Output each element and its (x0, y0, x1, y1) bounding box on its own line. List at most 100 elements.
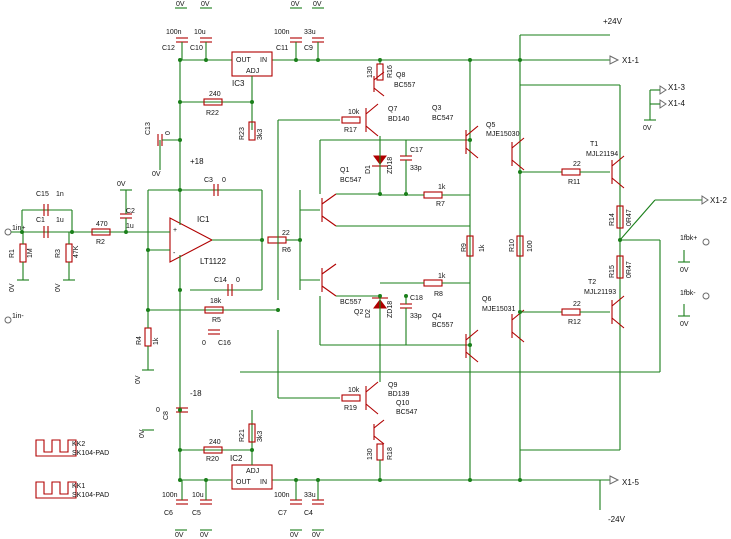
pre-driver-stage: Q3 BC547 Q4 BC557 Q5 MJE15030 Q6 MJE1503… (432, 105, 534, 363)
q4-part: BC557 (432, 322, 454, 329)
q9-part: BD139 (388, 391, 410, 398)
in-neg-label: 1in- (12, 313, 24, 320)
x1-1-label: X1-1 (622, 56, 639, 65)
r23-value: 3k3 (257, 129, 264, 140)
c1-name: C1 (36, 217, 45, 224)
fb-a-terminal[interactable] (702, 238, 710, 246)
c14-value: 0 (236, 277, 240, 284)
r10-name: R10 (509, 239, 516, 252)
kk1-part: SK104-PAD (72, 492, 109, 499)
x1-4-pad[interactable] (659, 99, 667, 109)
r14-value: 0R47 (626, 209, 633, 226)
pos-supply-label: +24V (603, 17, 623, 26)
x1-4-label: X1-4 (668, 99, 685, 108)
c1-value: 1u (56, 217, 64, 224)
output-stage: 22 R11 22 R12 T1 MJL21194 T2 MJL21193 R1… (240, 141, 702, 373)
c8-value: 0 (156, 407, 160, 414)
ic3-in-pin-label: IN (260, 57, 267, 64)
svg-text:0V: 0V (117, 181, 126, 188)
c11-value: 100n (274, 29, 290, 36)
t2-name: T2 (588, 279, 596, 286)
r12-name: R12 (568, 319, 581, 326)
x1-3-pad[interactable] (659, 85, 667, 95)
gnd-11: 0V (200, 529, 212, 539)
r18-name: R18 (387, 447, 394, 460)
ic1-minus-pin: - (173, 250, 176, 257)
r7-value: 1k (438, 184, 446, 191)
gnd-6: 0V (9, 279, 29, 292)
q8-name: Q8 (396, 72, 405, 79)
r21-value: 3k3 (257, 431, 264, 442)
svg-text:0V: 0V (201, 1, 210, 8)
gnd-15: 0V (678, 261, 690, 274)
gnd-5: 0V (312, 1, 324, 9)
kk2-name: KK2 (72, 441, 85, 448)
r18-value: 130 (367, 448, 374, 460)
svg-text:0V: 0V (290, 532, 299, 539)
fb-b-label: 1fbk- (680, 290, 696, 297)
r8-value: 1k (438, 273, 446, 280)
gnd-14: 0V (643, 119, 656, 132)
bottom-reg-components: 240 R20 R21 3k3 100n C6 10u C5 100n C7 3… (162, 423, 324, 517)
ic2-out-pin-label: OUT (236, 479, 252, 486)
r9-value: 1k (479, 244, 486, 252)
r2-name: R2 (96, 239, 105, 246)
driver-stage: Q1 BC547 BC557 Q2 1k R7 1k R8 D1 ZD18 C1… (299, 139, 470, 346)
r20-value: 240 (209, 439, 221, 446)
r10-value: 100 (527, 240, 534, 252)
c8-name: C8 (163, 411, 170, 420)
c13-name: C13 (145, 122, 152, 135)
c7-name: C7 (278, 510, 287, 517)
gnd-3: 0V (200, 1, 212, 9)
upper-current-source: 10k R17 Q7 BD140 Q8 BC557 130 R16 (277, 60, 416, 300)
ic3-out-pin-label: OUT (236, 57, 252, 64)
lower-current-source: 10k R19 Q9 BD139 Q10 BC547 130 R18 (277, 330, 418, 480)
svg-text:0V: 0V (680, 267, 689, 274)
d1-value: ZD18 (387, 157, 394, 174)
gnd-4: 0V (290, 1, 302, 9)
x1-2-pad[interactable] (701, 195, 709, 205)
svg-text:0V: 0V (55, 283, 62, 292)
q5-name: Q5 (486, 122, 495, 129)
q8-part: BC557 (394, 82, 416, 89)
r6-value: 22 (282, 230, 290, 237)
r19-value: 10k (348, 387, 360, 394)
in-pos-label: 1in+ (12, 225, 25, 232)
fb-b-terminal[interactable] (702, 292, 710, 300)
in-pos-terminal[interactable] (4, 228, 12, 236)
x1-1-pad[interactable] (609, 55, 620, 65)
r12-value: 22 (573, 301, 581, 308)
q6-name: Q6 (482, 296, 491, 303)
in-neg-terminal[interactable] (4, 316, 12, 324)
c7-value: 100n (274, 492, 290, 499)
r8-name: R8 (434, 291, 443, 298)
r1-value: 1M (27, 248, 34, 258)
ic3-name: IC3 (232, 79, 245, 88)
x1-2-label: X1-2 (710, 196, 727, 205)
x1-5-label: X1-5 (622, 478, 639, 487)
r3-name: R3 (55, 249, 62, 258)
c9-value: 33u (304, 29, 316, 36)
q7-name: Q7 (388, 106, 397, 113)
r4-name: R4 (136, 336, 143, 345)
svg-text:0V: 0V (175, 532, 184, 539)
q2-part: BC557 (340, 299, 362, 306)
ic3-adj-label: ADJ (246, 68, 259, 75)
r2-value: 470 (96, 221, 108, 228)
c3-name: C3 (204, 177, 213, 184)
gnd-17: 0V (152, 140, 161, 178)
c12-name: C12 (162, 45, 175, 52)
c3-value: 0 (222, 177, 226, 184)
svg-text:0V: 0V (139, 429, 146, 438)
pos-reg-label: +18 (190, 157, 204, 166)
c18-name: C18 (410, 295, 423, 302)
gnd-13: 0V (312, 529, 324, 539)
c15-value: 1n (56, 191, 64, 198)
ground-symbols: 0V 0V 0V 0V 0V 0V 0V 0V 0V 0V 0V 0V 0V 0… (9, 1, 690, 539)
q10-name: Q10 (396, 400, 409, 407)
q10-part: BC547 (396, 409, 418, 416)
x1-5-pad[interactable] (609, 475, 620, 485)
fb-a-label: 1fbk+ (680, 235, 697, 242)
ic2-regulator: OUT IN ADJ IC2 (230, 410, 273, 490)
